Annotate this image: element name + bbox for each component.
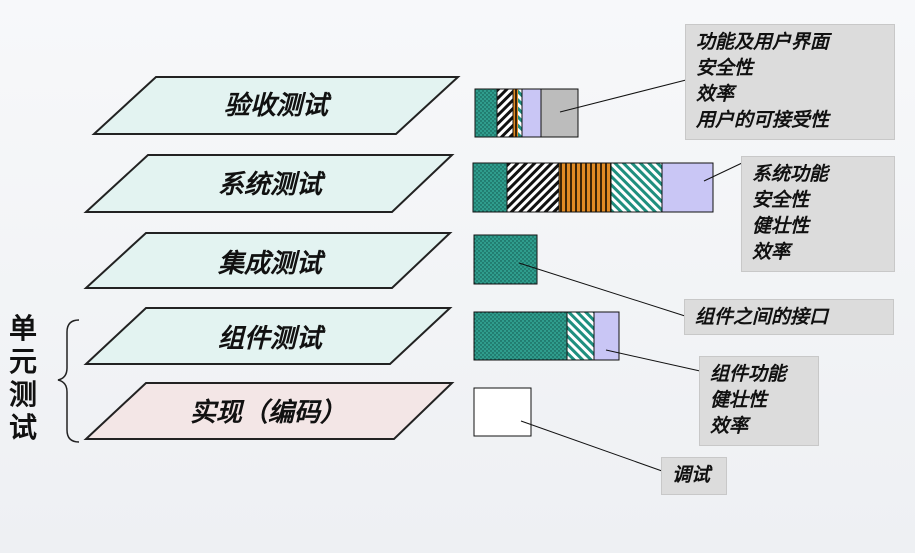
- bar-acceptance-seg-diag: [497, 89, 513, 137]
- layer-integration-label: 集成测试: [217, 249, 326, 279]
- connector-system: [703, 162, 743, 182]
- note-acceptance: 功能及用户界面 安全性 效率 用户的可接受性: [686, 25, 894, 139]
- bar-system-seg-orange: [559, 163, 611, 212]
- note-system-line: 健壮性: [752, 215, 810, 237]
- layer-integration-shape: [83, 232, 453, 289]
- bar-component-seg-dots: [474, 312, 567, 360]
- connector-component: [605, 349, 701, 372]
- layer-component: 组件测试: [83, 307, 453, 365]
- layer-implementation-shape: [83, 382, 455, 440]
- bar-acceptance: [474, 88, 579, 138]
- layer-system: 系统测试: [83, 154, 455, 213]
- bar-acceptance-seg-orange: [513, 89, 518, 137]
- layer-acceptance-shape: [91, 76, 461, 135]
- layer-acceptance: 验收测试: [91, 76, 461, 135]
- connector-acceptance: [559, 79, 687, 113]
- bar-system-seg-dots: [473, 163, 507, 212]
- layer-component-shape: [83, 307, 453, 365]
- note-implementation: 调试: [662, 458, 726, 494]
- note-integration: 组件之间的接口: [685, 300, 893, 334]
- note-integration-line: 组件之间的接口: [695, 306, 829, 328]
- bar-acceptance-seg-gray: [541, 89, 578, 137]
- bar-system-seg-diag: [507, 163, 559, 212]
- note-component: 组件功能 健壮性 效率: [700, 357, 818, 445]
- bar-acceptance-seg-teal: [518, 89, 522, 137]
- note-component-line: 健壮性: [710, 389, 768, 411]
- bar-system: [472, 162, 714, 213]
- bar-system-seg-lavender: [662, 163, 713, 212]
- layer-integration: 集成测试: [83, 232, 453, 289]
- note-acceptance-line: 效率: [696, 83, 735, 105]
- connector-implementation: [520, 420, 663, 472]
- layer-acceptance-label: 验收测试: [224, 91, 332, 121]
- note-component-line: 组件功能: [710, 363, 787, 385]
- layer-system-shape: [83, 154, 455, 213]
- bar-integration: [473, 234, 538, 285]
- bar-integration-seg-dots: [473, 234, 538, 285]
- bar-implementation-seg-blank: [473, 387, 532, 437]
- bar-component: [473, 311, 620, 361]
- layer-implementation: 实现（编码）: [83, 382, 455, 440]
- note-acceptance-line: 用户的可接受性: [696, 109, 830, 131]
- bar-component-seg-lavender: [594, 312, 619, 360]
- note-implementation-line: 调试: [672, 464, 711, 486]
- note-system-line: 效率: [752, 241, 791, 263]
- layer-component-label: 组件测试: [218, 324, 326, 354]
- layer-implementation-label: 实现（编码）: [190, 398, 346, 428]
- layer-system-label: 系统测试: [218, 170, 326, 200]
- bar-implementation: [473, 387, 532, 437]
- note-acceptance-line: 功能及用户界面: [696, 31, 830, 53]
- unit-test-bracket: [57, 319, 80, 443]
- connector-integration: [518, 262, 686, 317]
- bar-acceptance-seg-lavender: [522, 89, 541, 137]
- bar-system-seg-teal: [611, 163, 662, 212]
- note-acceptance-line: 安全性: [696, 57, 754, 79]
- note-system-line: 系统功能: [752, 163, 829, 185]
- unit-test-side-label: 单元测试: [8, 312, 37, 444]
- note-system-line: 安全性: [752, 189, 810, 211]
- bar-component-seg-teal: [567, 312, 594, 360]
- bar-acceptance-seg-dots: [475, 89, 497, 137]
- note-component-line: 效率: [710, 415, 749, 437]
- note-system: 系统功能 安全性 健壮性 效率: [742, 157, 894, 271]
